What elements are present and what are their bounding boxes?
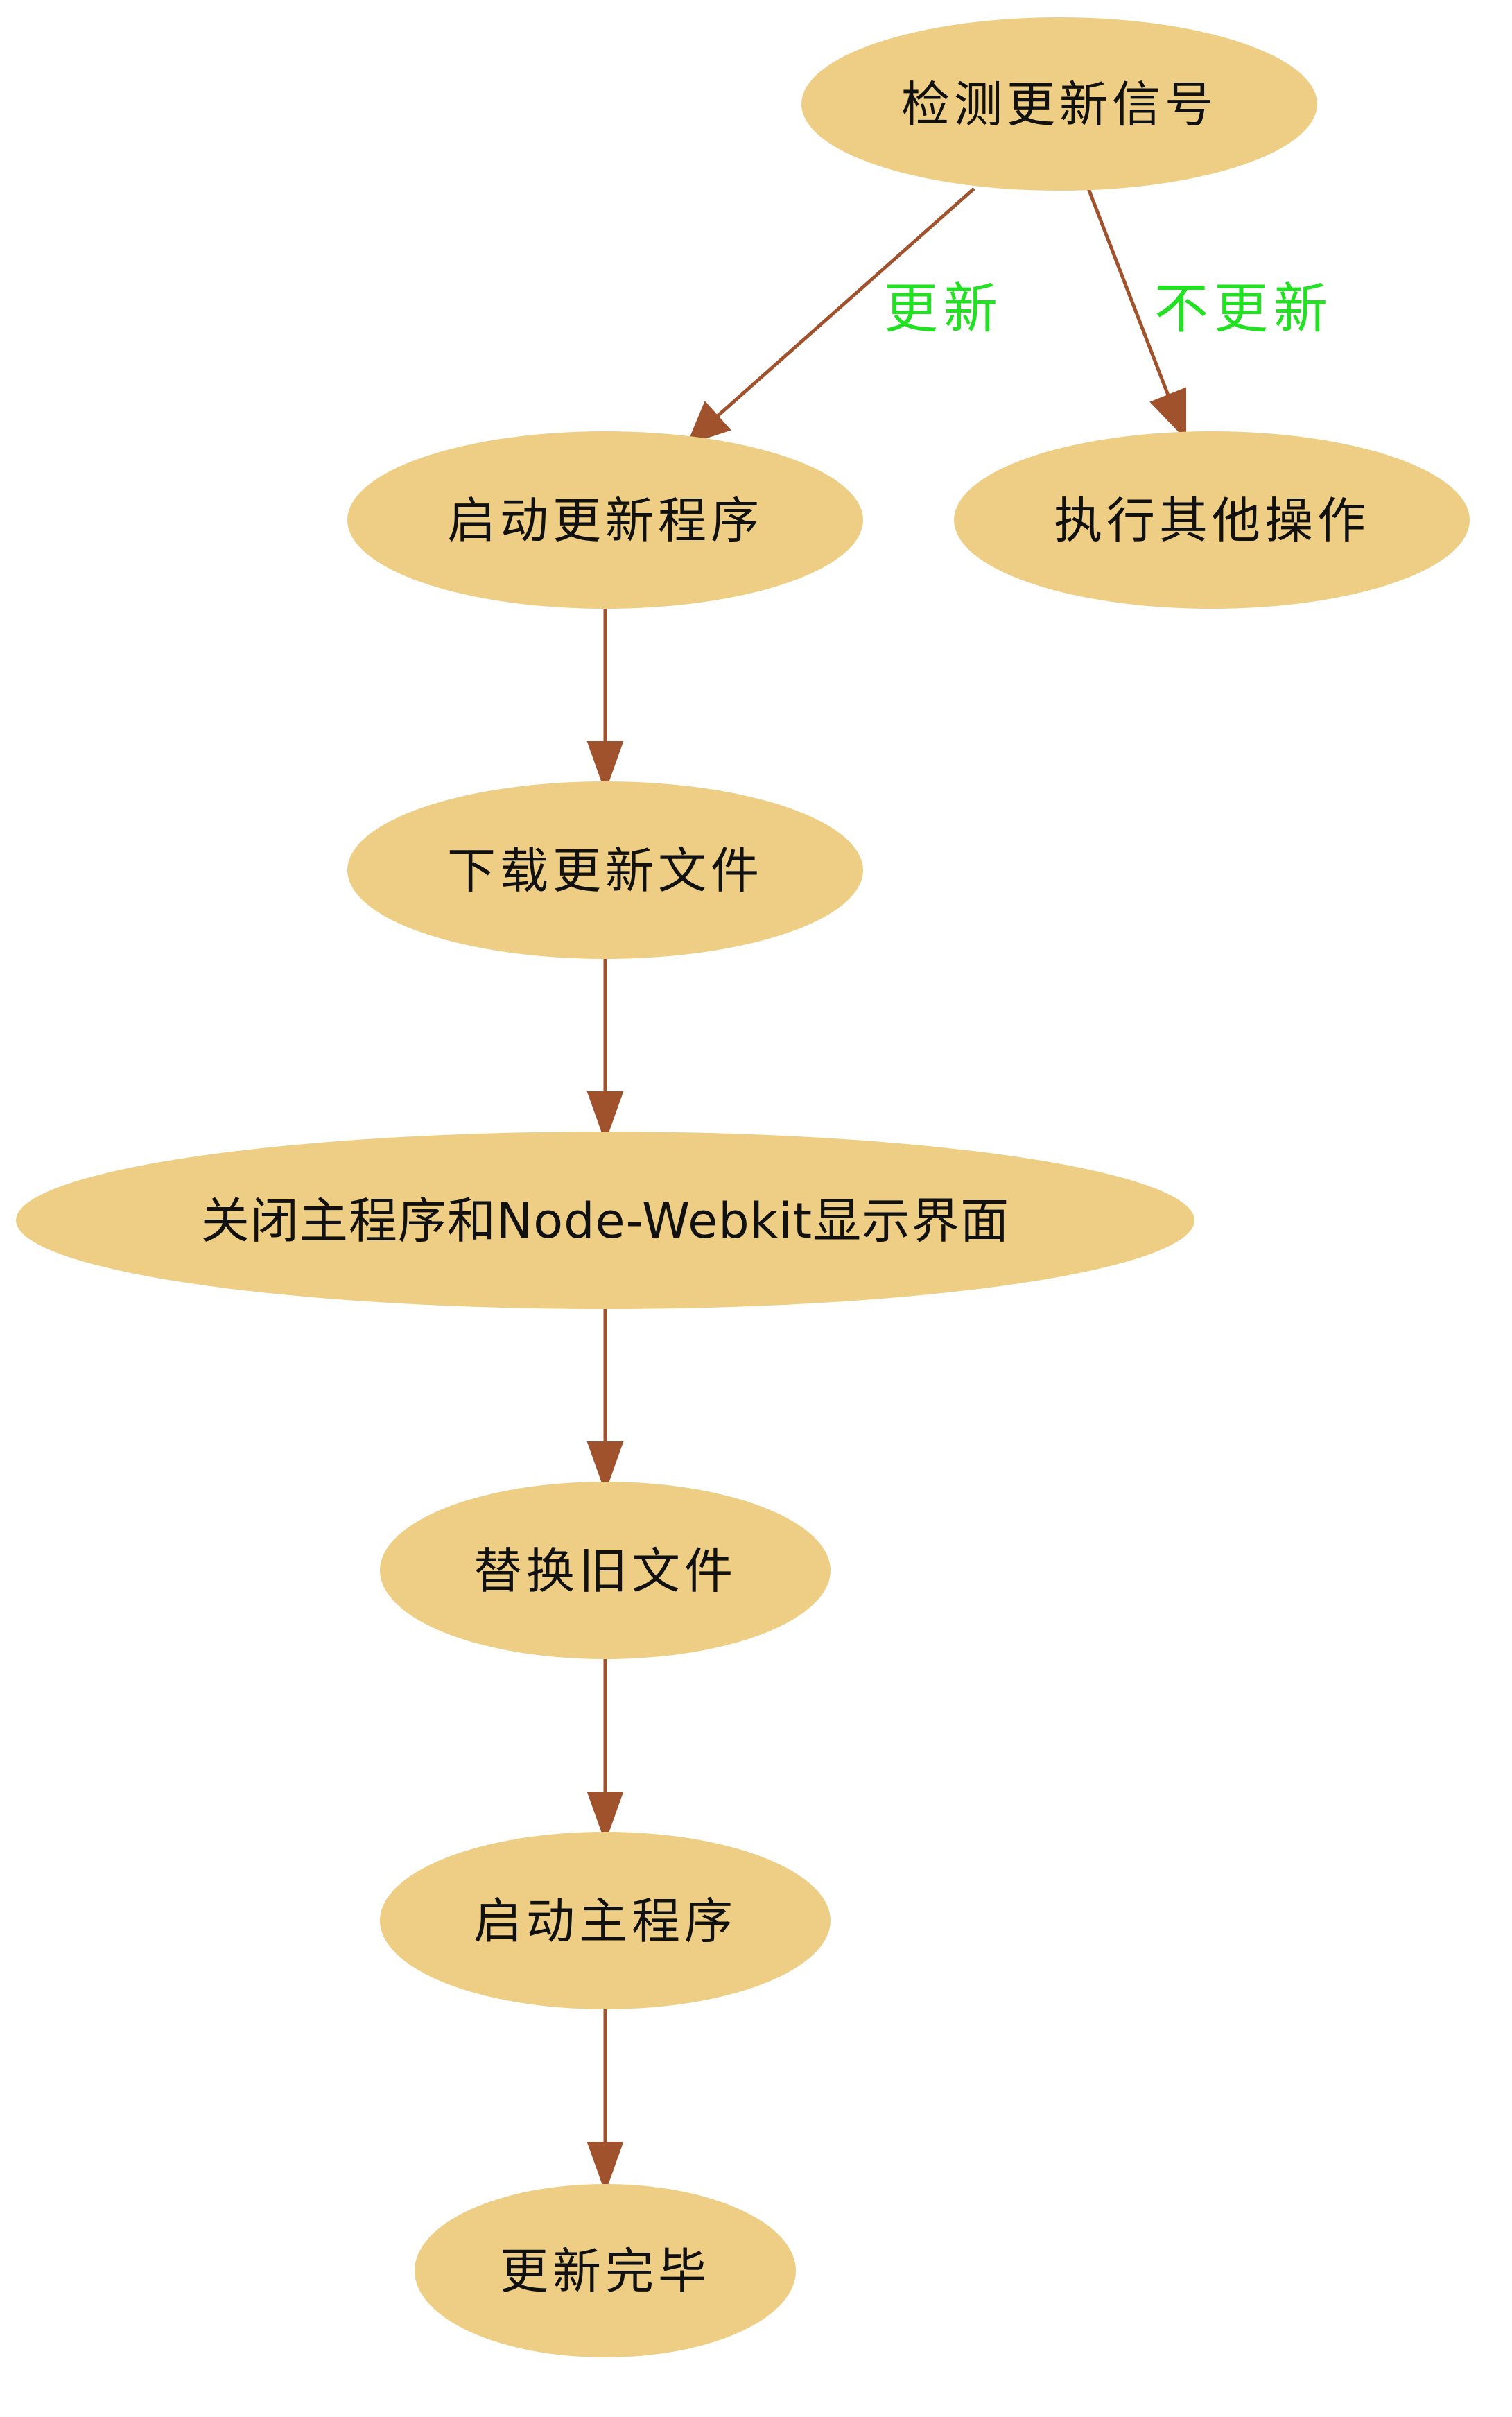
node-download-files: 下载更新文件: [347, 781, 863, 959]
edge-label-update: 更新: [884, 278, 1003, 340]
node-label-detect: 检测更新信号: [901, 76, 1217, 133]
edge-start-updater-to-download: [586, 608, 624, 792]
edge-download-to-close-main: [586, 958, 624, 1143]
edge-detect-to-start-updater: [686, 187, 975, 445]
node-label-start-updater: 启动更新程序: [447, 492, 763, 549]
node-label-done: 更新完毕: [500, 2243, 711, 2300]
node-label-start-main: 启动主程序: [473, 1893, 737, 1950]
node-start-main: 启动主程序: [380, 1832, 831, 2009]
node-label-replace: 替换旧文件: [473, 1543, 737, 1600]
edge-replace-to-start-main: [586, 1658, 624, 1843]
node-update-done: 更新完毕: [415, 2184, 796, 2357]
edge-start-main-to-done: [586, 2009, 624, 2193]
node-label-close-main: 关闭主程序和Node-Webkit显示界面: [201, 1193, 1009, 1249]
node-replace-files: 替换旧文件: [380, 1482, 831, 1659]
edge-detect-to-other: [1086, 188, 1186, 440]
node-other-operations: 执行其他操作: [954, 431, 1470, 609]
node-start-updater: 启动更新程序: [347, 431, 863, 609]
edge-close-main-to-replace: [586, 1308, 624, 1493]
node-label-other: 执行其他操作: [1054, 492, 1370, 549]
node-close-main: 关闭主程序和Node-Webkit显示界面: [16, 1132, 1194, 1309]
node-label-download: 下载更新文件: [447, 842, 763, 899]
node-detect-update-signal: 检测更新信号: [801, 17, 1317, 191]
edge-label-no-update: 不更新: [1154, 278, 1333, 340]
